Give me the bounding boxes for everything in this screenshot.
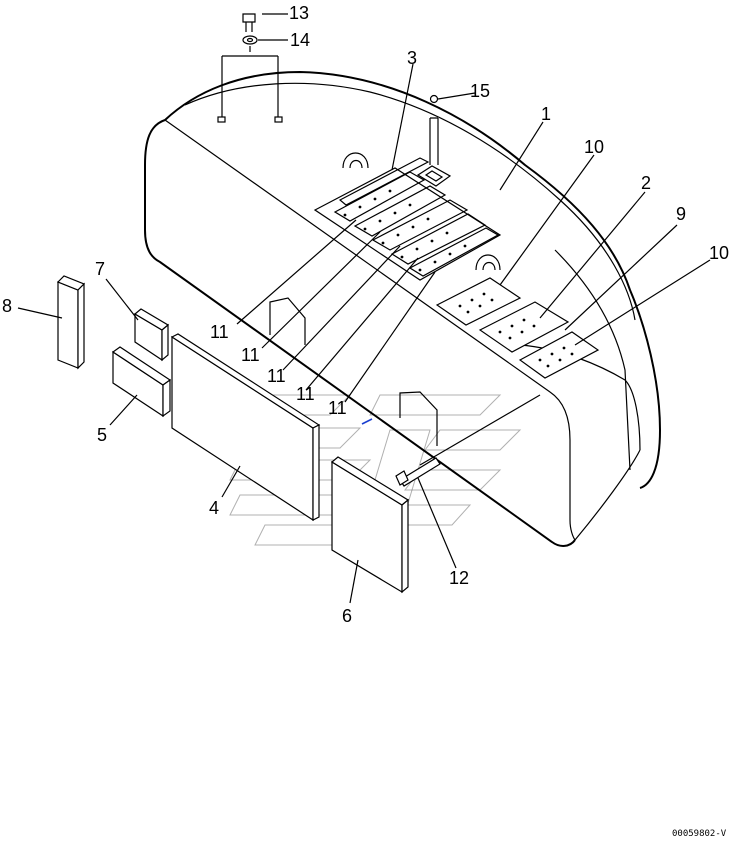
plate-8 xyxy=(56,275,86,370)
callout-13: 13 xyxy=(289,3,309,23)
plate-2 xyxy=(478,301,570,353)
callout-12: 12 xyxy=(449,568,469,588)
callout-10-upper: 10 xyxy=(584,137,604,157)
blue-mark xyxy=(361,418,373,425)
callout-9: 9 xyxy=(676,204,686,224)
plate-5 xyxy=(111,346,172,418)
plate-3 xyxy=(313,157,502,281)
callout-7: 7 xyxy=(95,259,105,279)
drawing-code: 00059802-V xyxy=(672,829,727,839)
callout-11-c: 11 xyxy=(267,366,286,386)
callout-4: 4 xyxy=(209,498,219,518)
callout-labels: 13 14 3 15 1 10 2 9 10 7 8 11 11 11 11 1… xyxy=(2,3,729,626)
callout-11-b: 11 xyxy=(241,345,260,365)
leader-lines xyxy=(17,13,711,604)
plate-4 xyxy=(170,333,321,522)
callout-14: 14 xyxy=(290,30,310,50)
bolt-13 xyxy=(242,13,256,32)
callout-5: 5 xyxy=(97,425,107,445)
callout-8: 8 xyxy=(2,296,12,316)
body-slots xyxy=(269,297,438,446)
washer-14 xyxy=(242,35,258,45)
bolt-12 xyxy=(395,457,441,487)
callout-3: 3 xyxy=(407,48,417,68)
plate-10-upper xyxy=(435,277,522,326)
plate-7 xyxy=(133,308,170,362)
plate-6 xyxy=(330,456,410,594)
plate-3-holes xyxy=(343,189,467,272)
callout-6: 6 xyxy=(342,606,352,626)
bolt-holes-top xyxy=(217,46,283,123)
callout-10-lower: 10 xyxy=(709,243,729,263)
bolt-15 xyxy=(416,94,452,187)
callout-1: 1 xyxy=(541,104,551,124)
callout-11-e: 11 xyxy=(328,398,347,418)
callout-11-d: 11 xyxy=(296,384,315,404)
callout-11-a: 11 xyxy=(210,322,229,342)
callout-2: 2 xyxy=(641,173,651,193)
callout-15: 15 xyxy=(470,81,490,101)
